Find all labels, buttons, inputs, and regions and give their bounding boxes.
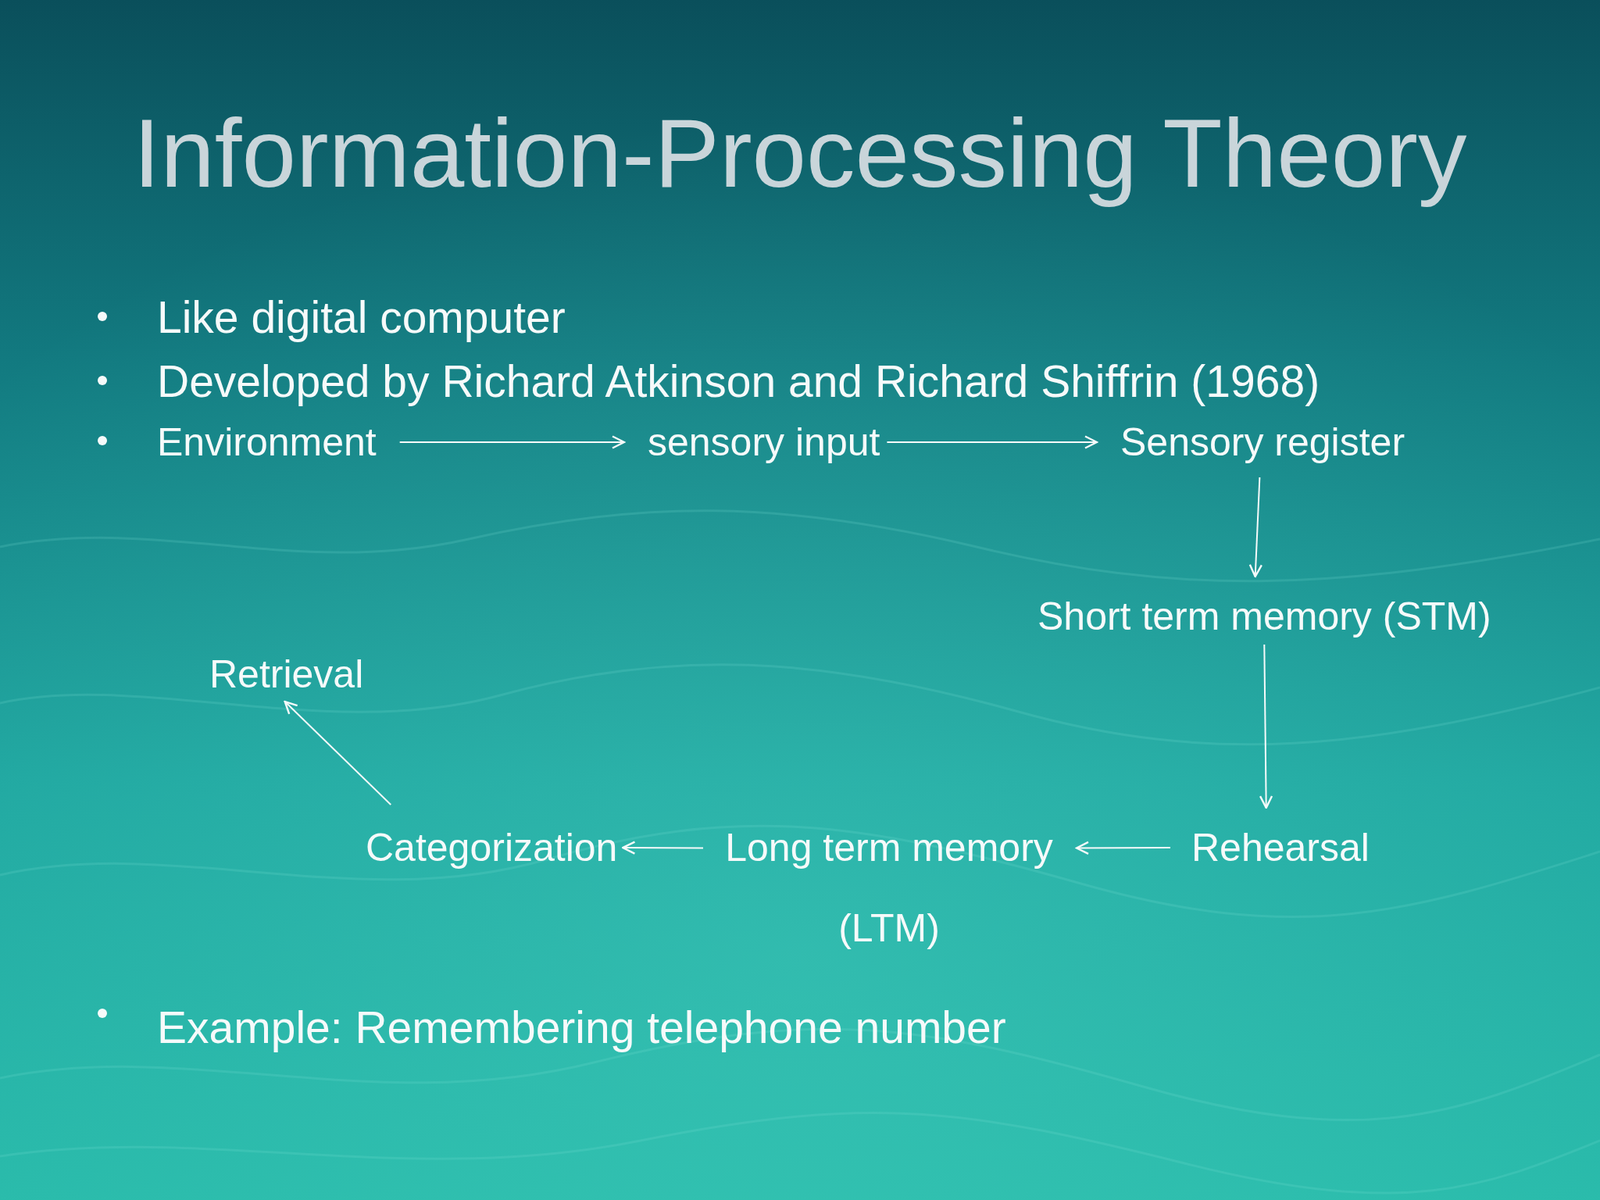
bullet-text: Example: Remembering telephone number	[157, 1001, 1007, 1054]
node-text: sensory input	[647, 419, 880, 465]
bullet-dot	[97, 1008, 108, 1018]
node-text: Sensory register	[1120, 419, 1405, 465]
water-caustics	[0, 510, 1600, 1193]
flow-arrow	[1076, 846, 1171, 850]
stage-node: Rehearsal	[1191, 825, 1370, 871]
stage-node: Categorization	[365, 825, 618, 871]
bullet-dot	[97, 311, 108, 322]
stage-node: Sensory register	[1120, 419, 1405, 465]
node-text: Retrieval	[209, 651, 364, 697]
stage-node: Long term memory (LTM)	[709, 807, 1069, 969]
slide-title: Information-Processing Theory	[0, 96, 1600, 210]
flow-arrow	[400, 441, 625, 443]
node-text: Long term memory (LTM)	[709, 807, 1069, 969]
flow-arrow	[1255, 477, 1261, 577]
bullet-text: Developed by Richard Atkinson and Richar…	[157, 355, 1320, 408]
bullet-text: Like digital computer	[157, 291, 566, 343]
stage-node: sensory input	[647, 419, 880, 465]
bullet-dot	[97, 375, 108, 386]
stage-node: Retrieval	[209, 651, 364, 697]
flow-arrow	[285, 701, 392, 805]
stage-node: Environment	[157, 419, 377, 465]
node-text: Rehearsal	[1191, 825, 1370, 871]
stage-node: Short term memory (STM)	[1037, 593, 1492, 640]
bullet-dot	[97, 435, 108, 446]
flow-arrow	[886, 441, 1097, 443]
flow-arrow	[622, 846, 704, 850]
node-text: Environment	[157, 419, 377, 465]
node-text: Categorization	[365, 825, 618, 871]
bullet-dots	[97, 311, 108, 1018]
flow-arrow	[1264, 644, 1266, 808]
node-text: Short term memory (STM)	[1037, 593, 1492, 640]
